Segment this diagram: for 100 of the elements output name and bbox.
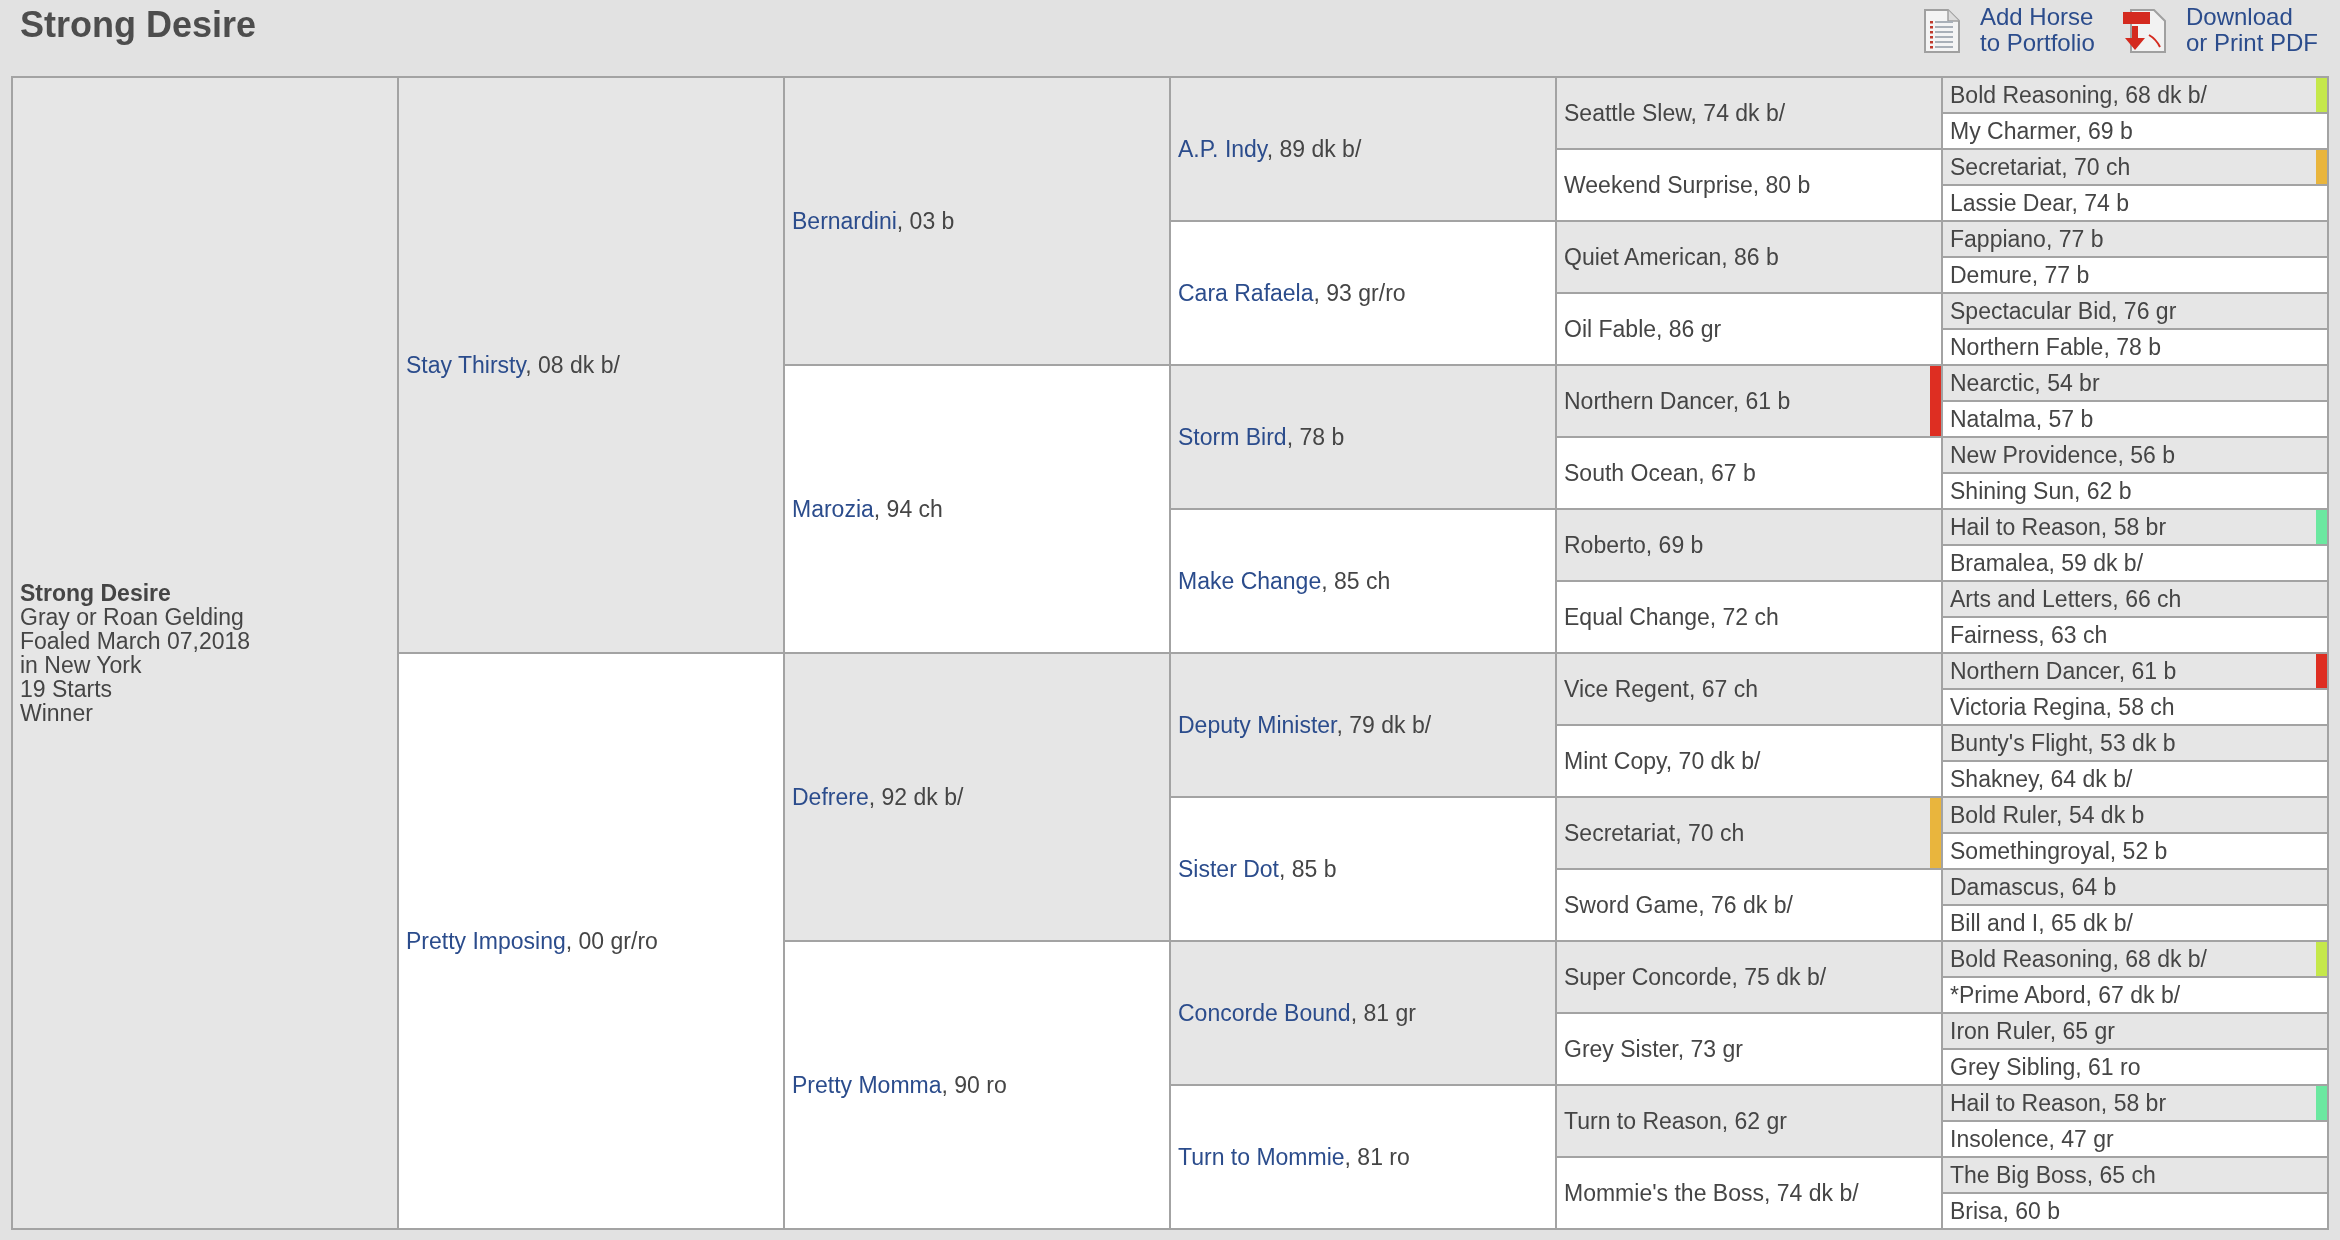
pedigree-cell	[1941, 544, 2329, 582]
pedigree-cell	[1941, 76, 2329, 114]
horse-entry: Quiet American, 86 b	[1564, 243, 1779, 271]
horse-entry: Stay Thirsty, 08 dk b/	[406, 351, 620, 379]
pedigree-cell	[783, 940, 1171, 1230]
horse-entry: Arts and Letters, 66 ch	[1950, 585, 2182, 613]
horse-name-link: Sister Dot	[1178, 855, 1279, 882]
horse-name-link: Turn to Mommie	[1178, 1143, 1345, 1170]
horse-detail-text: in New York	[20, 653, 142, 677]
horse-entry: Roberto, 69 b	[1564, 531, 1704, 559]
pedigree-cell	[1941, 472, 2329, 510]
pedigree-cell	[1555, 364, 1943, 438]
pedigree-cell	[1169, 940, 1557, 1086]
horse-entry: Hail to Reason, 58 br	[1950, 513, 2167, 541]
horse-entry: Grey Sister, 73 gr	[1564, 1035, 1743, 1063]
horse-entry: *Prime Abord, 67 dk b/	[1950, 981, 2181, 1009]
horse-name-heading: Strong Desire	[20, 581, 171, 605]
pedigree-cell	[783, 364, 1171, 654]
horse-entry: Bold Reasoning, 68 dk b/	[1950, 81, 2207, 109]
horse-entry: Turn to Reason, 62 gr	[1564, 1107, 1787, 1135]
pedigree-cell	[1941, 832, 2329, 870]
horse-detail-text: 19 Starts	[20, 677, 113, 701]
pedigree-cell	[1941, 184, 2329, 222]
pedigree-cell	[1169, 1084, 1557, 1230]
horse-entry: Seattle Slew, 74 dk b/	[1564, 99, 1786, 127]
pedigree-cell	[1941, 1156, 2329, 1194]
horse-entry: Vice Regent, 67 ch	[1564, 675, 1758, 703]
horse-name-link: A.P. Indy	[1178, 135, 1267, 162]
pedigree-cell	[1941, 328, 2329, 366]
pedigree-cell	[1555, 796, 1943, 870]
pedigree-cell	[1555, 1156, 1943, 1230]
horse-entry: New Providence, 56 b	[1950, 441, 2175, 469]
horse-entry: Fappiano, 77 b	[1950, 225, 2104, 253]
horse-name-link: Deputy Minister	[1178, 711, 1337, 738]
pedigree-cell	[1941, 1120, 2329, 1158]
pedigree-cell	[1941, 868, 2329, 906]
pedigree-cell	[1555, 220, 1943, 294]
horse-entry: My Charmer, 69 b	[1950, 117, 2133, 145]
horse-entry: Secretariat, 70 ch	[1950, 153, 2131, 181]
pedigree-cell	[1941, 940, 2329, 978]
horse-entry: Brisa, 60 b	[1950, 1197, 2060, 1225]
pedigree-cell	[1941, 652, 2329, 690]
horse-entry: Secretariat, 70 ch	[1564, 819, 1745, 847]
horse-entry: Defrere, 92 dk b/	[792, 783, 964, 811]
horse-entry: Sword Game, 76 dk b/	[1564, 891, 1793, 919]
pedigree-cell	[1941, 292, 2329, 330]
horse-entry: Deputy Minister, 79 dk b/	[1178, 711, 1432, 739]
pedigree-cell	[1555, 1012, 1943, 1086]
horse-entry: Bernardini, 03 b	[792, 207, 955, 235]
horse-entry: Insolence, 47 gr	[1950, 1125, 2114, 1153]
horse-name-link: Concorde Bound	[1178, 999, 1351, 1026]
horse-name-link: Cara Rafaela	[1178, 279, 1314, 306]
horse-name-link: Defrere	[792, 783, 869, 810]
add-to-portfolio-link: Add Horse to Portfolio	[1980, 4, 2096, 56]
download-pdf-link: Download or Print PDF	[2186, 4, 2319, 56]
pedigree-cell	[1941, 220, 2329, 258]
horse-entry: The Big Boss, 65 ch	[1950, 1161, 2156, 1189]
pedigree-cell	[1941, 688, 2329, 726]
pedigree-cell	[1555, 436, 1943, 510]
horse-entry: Storm Bird, 78 b	[1178, 423, 1345, 451]
pedigree-cell	[1555, 508, 1943, 582]
horse-entry: Fairness, 63 ch	[1950, 621, 2108, 649]
pedigree-cell	[1941, 616, 2329, 654]
pedigree-cell	[397, 76, 785, 654]
horse-entry: Make Change, 85 ch	[1178, 567, 1391, 595]
horse-entry: Grey Sibling, 61 ro	[1950, 1053, 2141, 1081]
horse-name-link: Pretty Imposing	[406, 927, 566, 954]
pedigree-cell	[1169, 652, 1557, 798]
pedigree-cell	[1941, 796, 2329, 834]
horse-entry: Northern Dancer, 61 b	[1564, 387, 1791, 415]
pedigree-cell	[1941, 580, 2329, 618]
horse-detail-text: Winner	[20, 701, 93, 725]
horse-entry: South Ocean, 67 b	[1564, 459, 1756, 487]
pedigree-cell	[1941, 436, 2329, 474]
pedigree-cell	[783, 76, 1171, 366]
horse-entry: A.P. Indy, 89 dk b/	[1178, 135, 1362, 163]
pedigree-cell	[1941, 148, 2329, 186]
horse-entry: Demure, 77 b	[1950, 261, 2090, 289]
pedigree-cell	[1941, 508, 2329, 546]
horse-entry: Lassie Dear, 74 b	[1950, 189, 2129, 217]
pedigree-cell	[1169, 508, 1557, 654]
pedigree-cell	[1555, 940, 1943, 1014]
pedigree-cell	[1555, 1084, 1943, 1158]
pedigree-cell	[1941, 1084, 2329, 1122]
horse-name-link: Pretty Momma	[792, 1071, 942, 1098]
horse-entry: Super Concorde, 75 dk b/	[1564, 963, 1827, 991]
pedigree-cell	[1941, 724, 2329, 762]
horse-entry: Iron Ruler, 65 gr	[1950, 1017, 2115, 1045]
horse-entry: Turn to Mommie, 81 ro	[1178, 1143, 1410, 1171]
horse-entry: Concorde Bound, 81 gr	[1178, 999, 1416, 1027]
pedigree-cell	[1941, 1192, 2329, 1230]
horse-entry: Cara Rafaela, 93 gr/ro	[1178, 279, 1406, 307]
pedigree-cell	[783, 652, 1171, 942]
pedigree-cell	[11, 76, 399, 1230]
pedigree-cell	[1555, 868, 1943, 942]
horse-entry: Spectacular Bid, 76 gr	[1950, 297, 2177, 325]
horse-entry: Northern Dancer, 61 b	[1950, 657, 2177, 685]
horse-name-link: Stay Thirsty	[406, 351, 526, 378]
pedigree-cell	[1555, 652, 1943, 726]
horse-entry: Bill and I, 65 dk b/	[1950, 909, 2133, 937]
